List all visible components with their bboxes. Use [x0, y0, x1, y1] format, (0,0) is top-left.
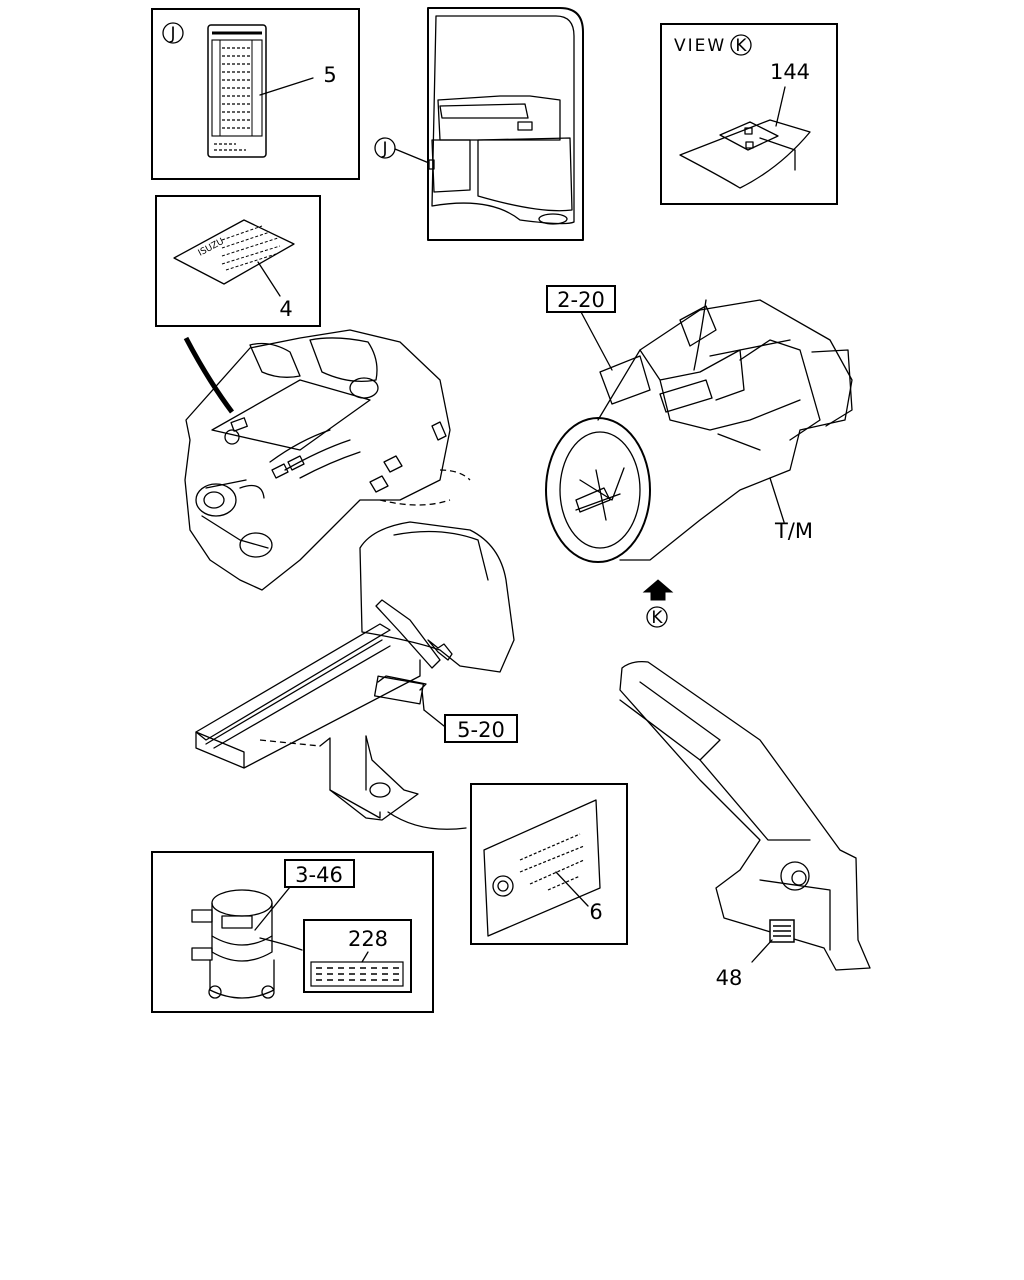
detail-box-view-k: VIEW K 144	[660, 23, 838, 205]
detail-j-marker: J	[169, 24, 175, 44]
callout-144: 144	[770, 60, 810, 84]
callout-5: 5	[323, 63, 336, 87]
view-k-marker: K	[735, 36, 747, 56]
callout-4: 4	[279, 297, 292, 321]
detail-box-6: 6	[470, 783, 628, 945]
cab-tray-drawing: 5-20	[195, 521, 518, 830]
callout-6: 6	[589, 900, 602, 924]
callout-228: 228	[348, 927, 388, 951]
callout-3-46: 3-46	[295, 863, 343, 887]
view-k-title: VIEW	[674, 36, 726, 56]
detail-box-j: J 5	[151, 8, 360, 180]
door-marker-j: J	[381, 139, 387, 159]
door-drawing: J	[374, 7, 584, 241]
callout-2-20: 2-20	[557, 288, 605, 312]
detail-box-3-46: 3-46 228	[151, 851, 434, 1013]
engine-drawing	[183, 329, 471, 591]
detail-box-4: ISUZU 4	[155, 195, 321, 327]
callout-5-20: 5-20	[457, 718, 505, 742]
transmission-drawing: 2-20 T/M K	[545, 285, 853, 628]
callout-48: 48	[716, 966, 743, 990]
brake-lever-drawing: 48	[619, 660, 871, 990]
callout-tm: T/M	[774, 519, 813, 543]
relay-drawing	[191, 889, 275, 999]
label-5-drawing	[207, 24, 267, 158]
view-k-arrow-marker: K	[651, 608, 663, 628]
view-k-arrow-icon	[642, 579, 674, 601]
